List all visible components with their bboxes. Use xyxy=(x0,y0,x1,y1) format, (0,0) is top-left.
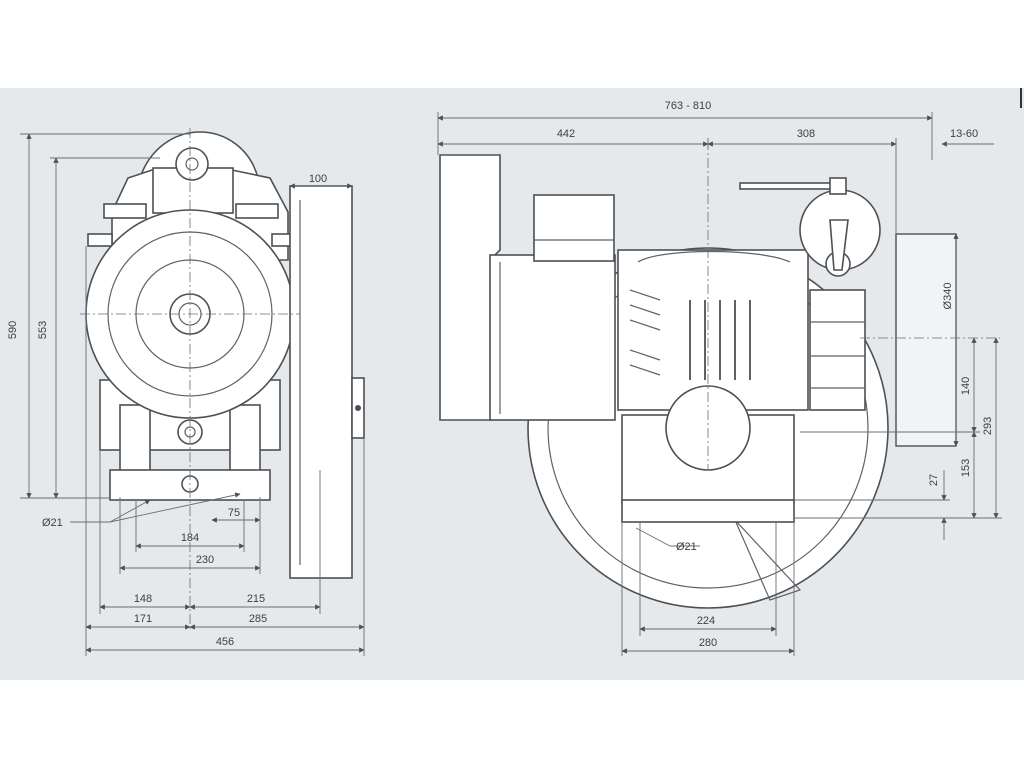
dim-overall-length: 763 - 810 xyxy=(665,100,711,112)
front-side-bolt xyxy=(355,405,361,411)
side-terminal-box xyxy=(533,194,615,262)
front-top-pulley xyxy=(175,147,209,181)
dim-right-outer: 285 xyxy=(249,613,267,625)
dim-axis-height-upper: 140 xyxy=(960,377,972,395)
dim-shaft-extension: 13-60 xyxy=(950,128,978,140)
dim-axis-height-total: 293 xyxy=(982,417,994,435)
dim-foot-hole: Ø21 xyxy=(42,517,63,529)
side-dimensions: 763 - 810 442 308 13-60 Ø340 140 153 293… xyxy=(437,100,1002,656)
dim-foot-inner: 184 xyxy=(181,532,199,544)
side-brake-lever xyxy=(739,182,833,190)
front-brake-left xyxy=(103,203,147,219)
front-brake-right xyxy=(235,203,279,219)
dim-foot-outer: 230 xyxy=(196,554,214,566)
dim-left-to-center: 148 xyxy=(134,593,152,605)
dim-base-outer: 280 xyxy=(699,637,717,649)
dim-sheave-offset: 308 xyxy=(797,128,815,140)
front-side-drum xyxy=(289,185,353,579)
dim-side-foot-hole: Ø21 xyxy=(676,541,697,553)
front-top-pulley-hub xyxy=(185,157,199,171)
dim-bottom-offset: 75 xyxy=(228,507,240,519)
dim-base-thickness: 27 xyxy=(928,474,940,486)
dim-base-inner: 224 xyxy=(697,615,715,627)
dim-total-width: 456 xyxy=(216,636,234,648)
dim-overall-height: 590 xyxy=(7,321,19,339)
side-view xyxy=(439,140,1000,609)
front-dimensions: 590 553 100 75 Ø21 184 230 148 215 171 2… xyxy=(7,133,365,656)
side-brake-arm xyxy=(829,219,849,271)
dim-center-to-right: 215 xyxy=(247,593,265,605)
side-sheave-spoke xyxy=(734,519,802,601)
dim-sheave-diameter: Ø340 xyxy=(942,283,954,310)
front-bolt-left xyxy=(87,233,113,247)
side-base-plate xyxy=(621,499,795,523)
dim-left-outer: 171 xyxy=(134,613,152,625)
dim-motor-length: 442 xyxy=(557,128,575,140)
dim-axis-height-lower: 153 xyxy=(960,459,972,477)
side-housing-arc xyxy=(637,250,791,263)
side-brake-body xyxy=(809,289,866,411)
front-view xyxy=(80,128,365,632)
dim-sheave-height: 553 xyxy=(37,321,49,339)
side-housing-fins xyxy=(629,289,751,380)
side-brake-lever-nut xyxy=(829,177,847,195)
side-motor-body xyxy=(489,254,616,421)
side-brake-drum xyxy=(895,233,957,447)
dim-brake-depth: 100 xyxy=(309,173,327,185)
